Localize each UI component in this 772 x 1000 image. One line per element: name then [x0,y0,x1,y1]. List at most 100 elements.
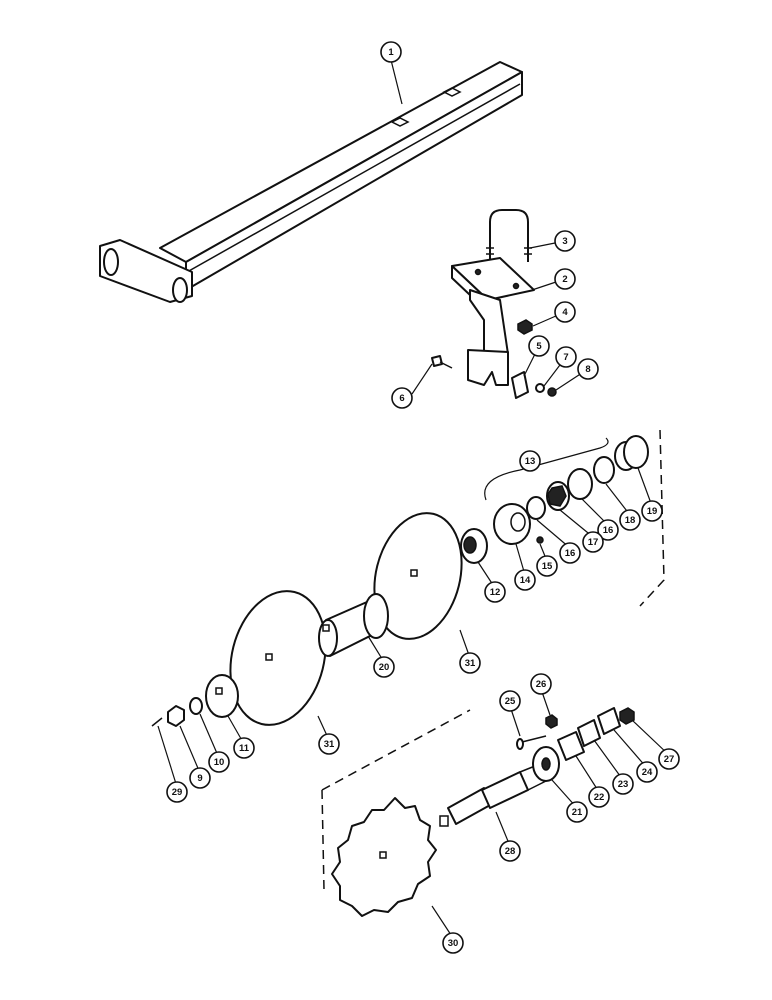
callout-c26: 26 [530,673,552,695]
spacer-spool-part-20 [318,593,389,657]
callout-c31b: 31 [459,652,481,674]
callout-label: 25 [505,696,516,707]
callout-label: 31 [465,658,476,669]
callout-c6: 6 [391,387,413,409]
bearing-assembly-parts [460,435,649,564]
callout-label: 26 [536,679,547,690]
mounting-bracket-part [451,257,535,386]
callout-label: 30 [448,938,459,949]
nut-part-9 [167,705,185,727]
callout-circle [619,509,641,531]
plate-part-22 [557,731,585,761]
callout-c2: 2 [554,268,576,290]
callout-c14: 14 [514,569,536,591]
callout-label: 16 [565,548,576,559]
callout-circle [536,555,558,577]
callout-circle [208,751,230,773]
callout-c18: 18 [619,509,641,531]
callout-label: 21 [572,807,583,818]
callout-circle [499,690,521,712]
callout-circle [459,652,481,674]
callout-c5: 5 [528,335,550,357]
callout-c15: 15 [536,555,558,577]
bearing-cap-part-11 [205,674,239,718]
callout-label: 13 [525,456,536,467]
callout-c11: 11 [233,737,255,759]
callout-label: 28 [505,846,516,857]
callout-circle [514,569,536,591]
callout-circle [577,358,599,380]
callout-label: 24 [642,767,653,778]
callout-c23: 23 [612,773,634,795]
callout-circle [380,41,402,63]
callout-circle [636,761,658,783]
callout-circle [554,301,576,323]
plate-part-5 [511,371,529,399]
callout-group: 1234567891011121314151616171819202122232… [166,41,680,954]
nut-part-27 [619,707,635,725]
callout-c16a: 16 [559,542,581,564]
callout-c24: 24 [636,761,658,783]
frame-tube-part [99,61,523,303]
callout-label: 17 [588,537,599,548]
callout-c22: 22 [588,786,610,808]
assembly-dashed-outline-lower [321,709,471,891]
callout-c7: 7 [555,346,577,368]
callout-circle [484,581,506,603]
nut-part-4 [517,319,533,335]
callout-label: 29 [172,787,183,798]
disc-blade-part-31-left [229,590,327,726]
callout-label: 15 [542,561,553,572]
callout-label: 6 [399,393,404,404]
callout-c16b: 16 [597,519,619,541]
callout-c12: 12 [484,581,506,603]
washer-part-7 [535,383,545,393]
axle-shaft-part-28 [439,763,549,827]
nut-part-8 [547,387,557,397]
callout-circle [641,500,663,522]
notched-disc-part-30 [331,797,437,917]
callout-circle [566,801,588,823]
callout-c31a: 31 [318,733,340,755]
callout-c10: 10 [208,751,230,773]
callout-label: 5 [536,341,542,352]
callout-circle [519,450,541,472]
callout-label: 23 [618,779,629,790]
callout-circle [373,656,395,678]
callout-c30: 30 [442,932,464,954]
callout-c1: 1 [380,41,402,63]
callout-circle [233,737,255,759]
plate-part-23 [577,719,601,747]
callout-c25: 25 [499,690,521,712]
bolt-part-6 [431,355,453,369]
cotter-pin-part-29 [151,717,163,727]
assembly-dashed-outline-upper [639,429,665,607]
callout-circle [528,335,550,357]
callout-c29: 29 [166,781,188,803]
callout-c17: 17 [582,531,604,553]
callout-c27: 27 [658,748,680,770]
callout-label: 4 [562,307,568,318]
callout-circle [189,767,211,789]
callout-label: 27 [664,754,675,765]
callout-circle [555,346,577,368]
callout-label: 14 [520,575,531,586]
callout-c13: 13 [519,450,541,472]
callout-circle [658,748,680,770]
callout-circle [318,733,340,755]
callout-c19: 19 [641,500,663,522]
callout-label: 9 [197,773,202,784]
bolt-part-25 [516,735,547,750]
callout-circle [166,781,188,803]
callout-c8: 8 [577,358,599,380]
callout-label: 22 [594,792,605,803]
callout-label: 2 [562,274,567,285]
callout-circle [559,542,581,564]
callout-label: 20 [379,662,390,673]
callout-c4: 4 [554,301,576,323]
callout-circle [554,268,576,290]
callout-label: 8 [585,364,590,375]
callout-label: 19 [647,506,658,517]
callout-circle [499,840,521,862]
